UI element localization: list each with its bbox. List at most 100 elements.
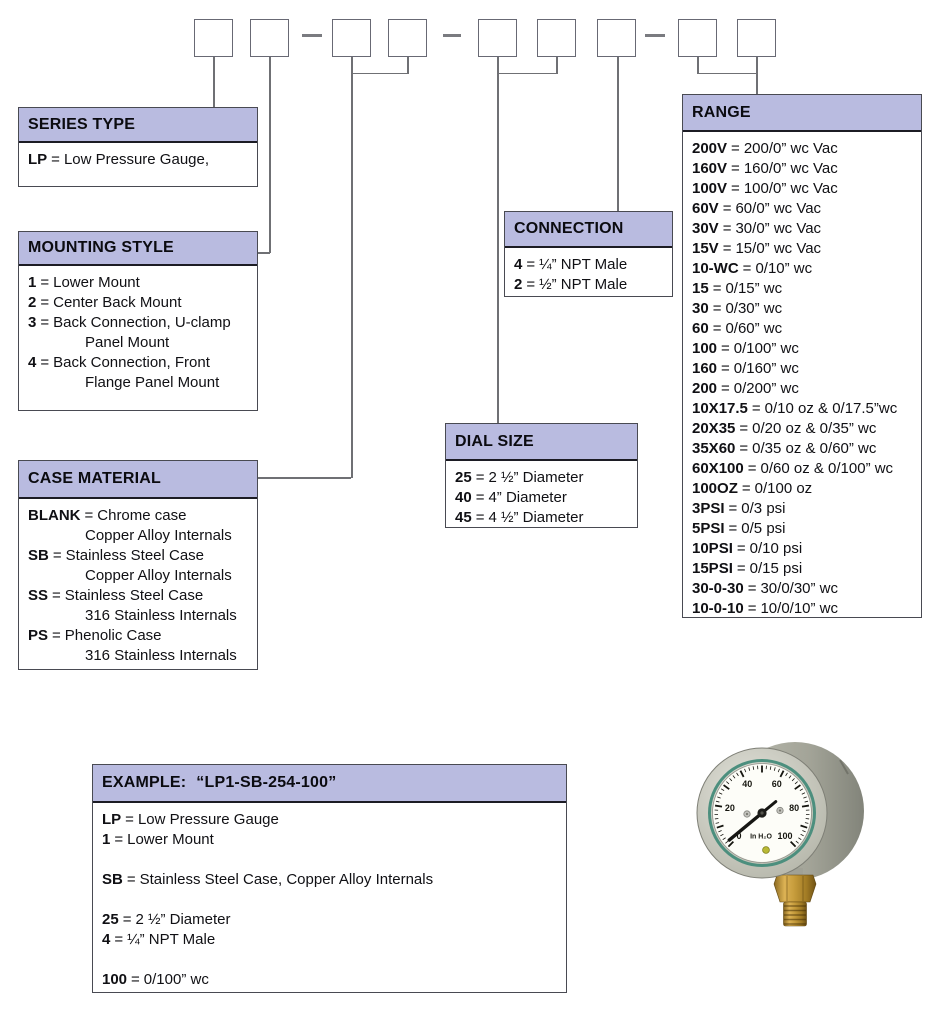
part-number-box-9 bbox=[737, 19, 776, 57]
example-line: SB=Stainless Steel Case, Copper Alloy In… bbox=[102, 871, 434, 888]
connector-dial-size-v1 bbox=[497, 57, 499, 423]
range-item: 60V=60/0” wc Vac bbox=[692, 200, 822, 217]
range-item: 3PSI=0/3 psi bbox=[692, 500, 786, 517]
dial-size-body: 25=2 ½” Diameter 40=4” Diameter 45=4 ½” … bbox=[446, 461, 637, 528]
range-item: 10PSI=0/10 psi bbox=[692, 540, 803, 557]
gauge-thread-ridges bbox=[784, 905, 806, 925]
connector-connection bbox=[617, 57, 619, 211]
range-item: 5PSI=0/5 psi bbox=[692, 520, 786, 537]
example-header: EXAMPLE: “LP1-SB-254-100” bbox=[93, 765, 566, 803]
case-material-item-continuation: Copper Alloy Internals bbox=[85, 527, 232, 544]
part-number-dash-3 bbox=[645, 34, 665, 37]
svg-text:40: 40 bbox=[742, 779, 752, 789]
gauge-brass-hex-nut bbox=[773, 874, 817, 903]
range-item: 10X17.5=0/10 oz & 0/17.5”wc bbox=[692, 400, 898, 417]
connector-case-material-v1 bbox=[351, 57, 353, 478]
connector-range-join bbox=[697, 72, 757, 75]
connection-item: 2=½” NPT Male bbox=[514, 276, 628, 293]
range-item: 100OZ=0/100 oz bbox=[692, 480, 813, 497]
case-material-item: PS=Phenolic Case bbox=[28, 627, 162, 644]
range-item: 15PSI=0/15 psi bbox=[692, 560, 803, 577]
example-line: 4=¼” NPT Male bbox=[102, 931, 216, 948]
svg-text:0: 0 bbox=[737, 831, 742, 841]
case-material-item: BLANK=Chrome case bbox=[28, 507, 187, 524]
connector-mounting-style-v bbox=[269, 57, 271, 253]
range-item: 160V=160/0” wc Vac bbox=[692, 160, 838, 177]
part-number-box-4 bbox=[388, 19, 427, 57]
svg-text:60: 60 bbox=[772, 779, 782, 789]
gauge-yellow-dot bbox=[762, 846, 770, 854]
range-item: 15V=15/0” wc Vac bbox=[692, 240, 822, 257]
range-item: 10-WC=0/10” wc bbox=[692, 260, 813, 277]
range-item: 200=0/200” wc bbox=[692, 380, 799, 397]
gauge-teal-ring bbox=[708, 759, 816, 867]
gauge-bottom-lug bbox=[787, 868, 803, 877]
mounting-style-body: 1=Lower Mount 2=Center Back Mount 3=Back… bbox=[19, 266, 257, 393]
range-item: 10-0-10=10/0/10” wc bbox=[692, 600, 839, 617]
mounting-style-title: MOUNTING STYLE bbox=[28, 239, 174, 256]
connection-header: CONNECTION bbox=[505, 212, 672, 248]
case-material-title: CASE MATERIAL bbox=[28, 470, 161, 487]
example-blank-line bbox=[102, 850, 562, 870]
range-item: 35X60=0/35 oz & 0/60” wc bbox=[692, 440, 877, 457]
series-type-body: LP=Low Pressure Gauge, bbox=[19, 143, 257, 170]
connector-series-type bbox=[213, 57, 215, 107]
example-line: 100=0/100” wc bbox=[102, 971, 209, 988]
case-material-item-continuation: 316 Stainless Internals bbox=[85, 607, 237, 624]
gauge-case-seam bbox=[839, 759, 849, 775]
example-blank-line bbox=[102, 890, 562, 910]
example-blank-line bbox=[102, 950, 562, 970]
range-item: 60=0/60” wc bbox=[692, 320, 783, 337]
range-body: 200V=200/0” wc Vac 160V=160/0” wc Vac 10… bbox=[683, 132, 921, 619]
part-number-box-2 bbox=[250, 19, 289, 57]
connector-dial-size-join bbox=[497, 72, 557, 75]
connector-mounting-style-h bbox=[258, 252, 270, 254]
connector-case-material-h bbox=[258, 477, 351, 479]
example-title: EXAMPLE: bbox=[102, 774, 187, 791]
example-line: 25=2 ½” Diameter bbox=[102, 911, 231, 928]
range-panel: RANGE 200V=200/0” wc Vac 160V=160/0” wc … bbox=[682, 94, 922, 618]
case-material-item-continuation: Copper Alloy Internals bbox=[85, 567, 232, 584]
part-number-box-8 bbox=[678, 19, 717, 57]
gauge-needle bbox=[727, 811, 764, 842]
part-number-dash-2 bbox=[443, 34, 461, 37]
gauge-unit-label: In H₂O bbox=[750, 834, 772, 841]
connection-item: 4=¼” NPT Male bbox=[514, 256, 628, 273]
range-item: 30-0-30=30/0/30” wc bbox=[692, 580, 839, 597]
connection-body: 4=¼” NPT Male 2=½” NPT Male bbox=[505, 248, 672, 295]
dial-size-item: 25=2 ½” Diameter bbox=[455, 469, 584, 486]
example-panel: EXAMPLE: “LP1-SB-254-100” LP=Low Pressur… bbox=[92, 764, 567, 993]
series-type-header: SERIES TYPE bbox=[19, 108, 257, 143]
connector-dial-size-v2 bbox=[556, 57, 558, 74]
svg-text:100: 100 bbox=[777, 831, 792, 841]
range-item: 160=0/160” wc bbox=[692, 360, 799, 377]
mounting-style-item-continuation: Flange Panel Mount bbox=[85, 374, 220, 391]
connector-case-material-v2 bbox=[407, 57, 409, 74]
case-material-panel: CASE MATERIAL BLANK=Chrome case Copper A… bbox=[18, 460, 258, 670]
svg-text:20: 20 bbox=[725, 803, 735, 813]
case-material-item-continuation: 316 Stainless Internals bbox=[85, 647, 237, 664]
range-header: RANGE bbox=[683, 95, 921, 132]
example-body: LP=Low Pressure Gauge 1=Lower Mount SB=S… bbox=[93, 803, 566, 990]
gauge-tick-marks bbox=[714, 765, 810, 848]
range-item: 100V=100/0” wc Vac bbox=[692, 180, 838, 197]
dial-size-title: DIAL SIZE bbox=[455, 432, 534, 450]
gauge-hub-center bbox=[760, 811, 764, 815]
mounting-style-item: 4=Back Connection, Front bbox=[28, 354, 210, 371]
mounting-style-item-continuation: Panel Mount bbox=[85, 334, 170, 351]
mounting-style-item: 2=Center Back Mount bbox=[28, 294, 182, 311]
part-number-box-5 bbox=[478, 19, 517, 57]
range-item: 20X35=0/20 oz & 0/35” wc bbox=[692, 420, 877, 437]
range-item: 30V=30/0” wc Vac bbox=[692, 220, 822, 237]
range-item: 15=0/15” wc bbox=[692, 280, 783, 297]
range-item: 100=0/100” wc bbox=[692, 340, 799, 357]
range-item: 60X100=0/60 oz & 0/100” wc bbox=[692, 460, 894, 477]
dial-size-item: 40=4” Diameter bbox=[455, 489, 567, 506]
series-type-title: SERIES TYPE bbox=[28, 115, 136, 133]
range-title: RANGE bbox=[692, 103, 751, 121]
part-number-box-3 bbox=[332, 19, 371, 57]
